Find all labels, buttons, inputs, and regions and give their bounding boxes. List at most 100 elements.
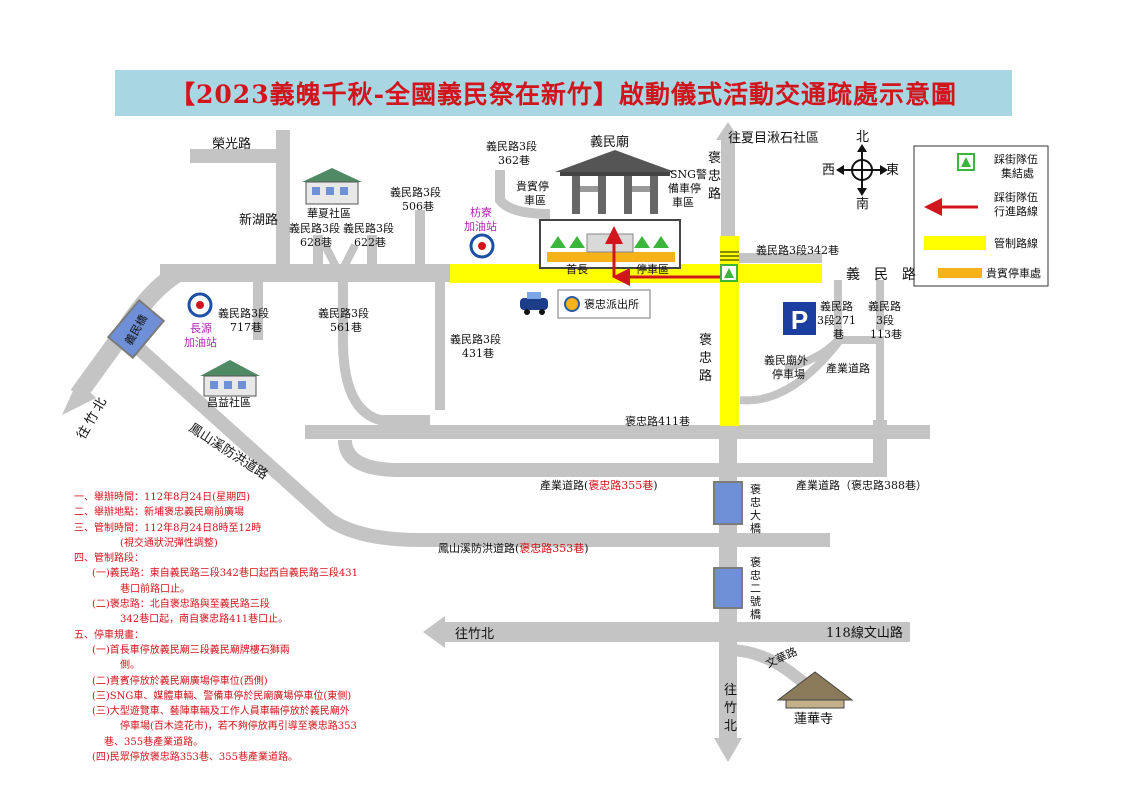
road-label-622-b: 622巷 <box>354 236 386 249</box>
gas-station-icon-fangliao <box>469 233 495 259</box>
note-line: 巷口前路口止。 <box>120 583 190 595</box>
road-label-717-a: 義民路3段 <box>218 306 269 320</box>
place-sng-1: SNG警 <box>670 167 707 181</box>
note-line: (視交通狀況彈性調整) <box>120 537 218 549</box>
road-label-zhubei-bottom-2: 竹 <box>724 701 737 716</box>
road-label-118: 118線文山路 <box>826 625 903 641</box>
note-line: 三、管制時間：112年8月24日8時至12時 <box>74 522 262 534</box>
place-huaxia: 華夏社區 <box>307 206 351 220</box>
place-chief-a: 首長 <box>566 262 588 276</box>
road-label-622-a: 義民路3段 <box>343 221 394 235</box>
compass-east: 東 <box>886 162 899 178</box>
road-label-561-a: 義民路3段 <box>318 306 369 320</box>
bridge-label-baozhong-2: 忠 <box>750 496 761 509</box>
police-car-icon <box>520 292 548 315</box>
place-fangliao-1: 枋寮 <box>470 205 492 219</box>
road-label-113-c: 113巷 <box>870 328 902 341</box>
place-changyi: 昌益社區 <box>207 395 251 409</box>
road-label-628-b: 628巷 <box>300 236 332 249</box>
road-label-431-b: 431巷 <box>462 347 494 360</box>
road-label-342: 義民路3段342巷 <box>756 243 839 257</box>
road-lane-362 <box>495 170 551 219</box>
legend-gathering-2: 集結處 <box>1001 166 1034 180</box>
road-label-113-a: 義民路 <box>868 299 901 313</box>
legend-route-2: 行進路線 <box>994 204 1038 218</box>
road-label-zhubei-left-1: 往 <box>74 423 93 442</box>
note-line: (三)SNG車、媒體車輛、警備車停於民廟廣場停車位(東側) <box>92 690 352 702</box>
bridge-label-baozhong2-4: 號 <box>750 595 761 608</box>
plaza-stairs <box>586 233 634 253</box>
baozhong-bridge2 <box>713 567 743 609</box>
map-title: 【2023義魄千秋-全國義民祭在新竹】啟動儀式活動交通疏處示意圖 <box>170 80 957 109</box>
road-outer-parking <box>739 336 884 420</box>
legend-gathering-1: 踩街隊伍 <box>994 152 1038 166</box>
road-label-271-c: 巷 <box>833 328 844 341</box>
road-label-506-a: 義民路3段 <box>390 185 441 199</box>
title-bar: 【2023義魄千秋-全國義民祭在新竹】啟動儀式活動交通疏處示意圖 <box>115 70 1012 116</box>
legend <box>913 145 1049 287</box>
note-line: 停車場(百木逵花市)，若不夠停放再引導至褒忠路353 <box>120 721 357 733</box>
road-label-271-b: 3段271 <box>817 313 856 327</box>
changyi-community-icon <box>200 360 260 397</box>
arrow-south-zhubei <box>714 738 742 762</box>
gathering-triangles <box>550 236 669 248</box>
note-line: (四)民眾停放褒忠路353巷、355巷產業道路。 <box>92 752 298 764</box>
arrow-west-118 <box>423 616 445 648</box>
road-label-industry-355: 產業道路(褒忠路355巷) <box>540 478 658 492</box>
bridge-label-baozhong-1: 褒 <box>750 482 761 496</box>
place-temple: 義民廟 <box>590 134 629 150</box>
bridge-label-baozhong-4: 橋 <box>750 521 761 535</box>
place-outer-parking-2: 停車場 <box>772 367 805 381</box>
note-line: 四、管制路段： <box>74 553 144 565</box>
control-baozhong-top <box>720 236 739 266</box>
place-vip-parking-1: 貴賓停 <box>516 179 549 193</box>
road-label-628-a: 義民路3段 <box>289 221 340 235</box>
road-lane-561 <box>338 273 430 425</box>
control-baozhong <box>720 264 739 426</box>
bridge-label-baozhong2-3: 二 <box>750 582 761 595</box>
road-label-zhubei-118: 往竹北 <box>455 627 494 642</box>
arrow-west-zhubei <box>62 380 96 415</box>
direction-arrows <box>62 122 742 762</box>
arrow-north-xiamu <box>716 122 740 140</box>
road-label-113-b: 3段 <box>876 313 894 327</box>
road-label-717-b: 717巷 <box>230 321 262 334</box>
parking-sign-letter: P <box>791 305 808 335</box>
note-line: 五、停車規畫： <box>74 629 144 641</box>
note-line: 一、舉辦時間：112年8月24日(星期四) <box>74 492 250 503</box>
place-lianhua: 蓮華寺 <box>794 712 833 727</box>
bridges <box>106 298 743 609</box>
road-label-rongguang: 榮光路 <box>212 136 251 152</box>
place-vip-parking-2: 車區 <box>524 193 546 207</box>
place-changyuan-2: 加油站 <box>184 335 217 349</box>
road-label-baozhong-top-2: 忠 <box>708 169 721 184</box>
gas-station-icon-changyuan <box>187 292 213 318</box>
police-badge-icon <box>564 296 580 312</box>
road-lane-fork <box>321 243 359 277</box>
road-label-431-a: 義民路3段 <box>450 332 501 346</box>
road-label-baozhong-top-3: 路 <box>708 186 721 202</box>
place-outer-parking-1: 義民廟外 <box>764 353 808 367</box>
road-label-fengshan-353: 鳳山溪防洪道路(褒忠路353巷) <box>438 541 589 555</box>
road-label-industry-388: 產業道路（褒忠路388巷） <box>796 478 927 492</box>
bridge-label-baozhong-3: 大 <box>750 508 761 522</box>
note-line: 二、舉辦地點：新埔褒忠義民廟前廣場 <box>74 507 244 519</box>
bridge-label-baozhong2-2: 忠 <box>750 569 761 582</box>
note-line: 342巷口起，南自褒忠路411巷口止。 <box>120 614 289 626</box>
road-wenhua <box>727 644 824 700</box>
note-line: (三)大型遊覽車、藝陣車輛及工作人員車輛停放於義民廟外 <box>92 706 350 718</box>
place-chief-b: 停車區 <box>636 262 669 276</box>
road-label-industry: 產業道路 <box>826 361 870 375</box>
compass-west: 西 <box>822 163 835 178</box>
note-line: 側。 <box>120 660 140 672</box>
road-fengshan <box>130 339 830 547</box>
temple-plaza <box>539 219 738 286</box>
temple-gate-icon <box>555 150 675 214</box>
road-label-561-b: 561巷 <box>330 321 362 334</box>
road-industry-388 <box>760 420 887 477</box>
road-industry-355 <box>338 439 870 477</box>
compass-north: 北 <box>856 130 869 145</box>
place-sng-3: 車區 <box>672 195 694 209</box>
bridge-label-baozhong2-1: 褒 <box>750 555 761 569</box>
